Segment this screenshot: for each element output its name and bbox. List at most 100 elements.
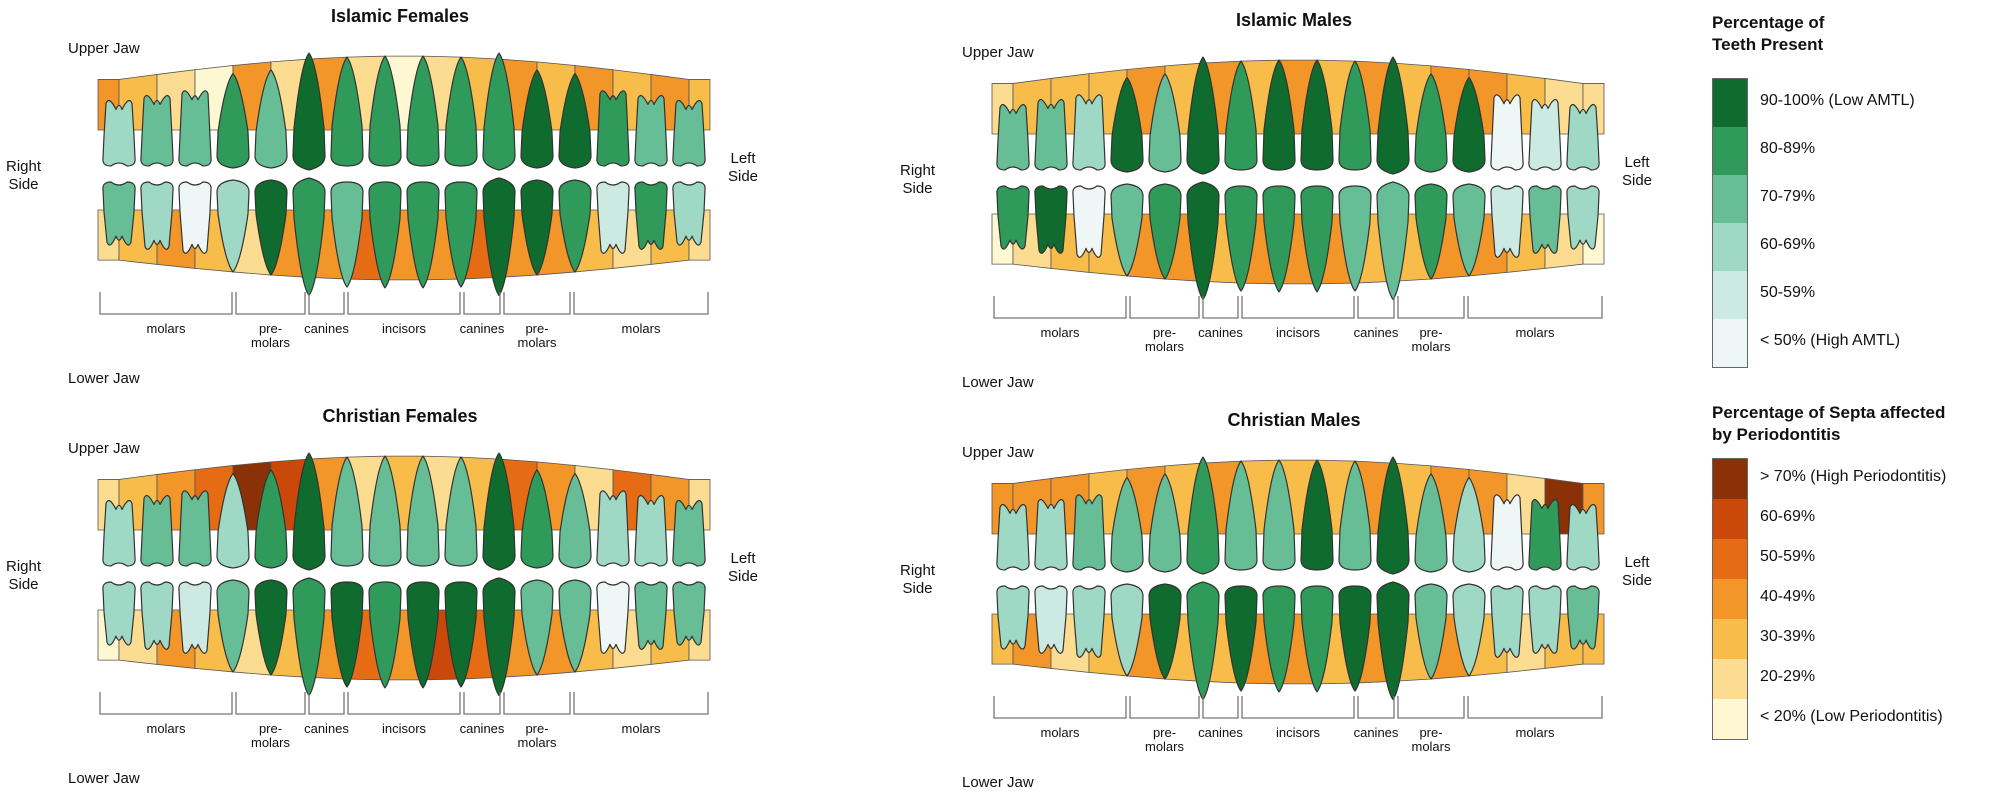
upper-tooth xyxy=(140,494,174,567)
lower-tooth xyxy=(1490,585,1524,658)
lower-tooth xyxy=(330,181,364,288)
lower-tooth xyxy=(1110,183,1144,277)
dental-chart-svg xyxy=(991,56,1605,319)
lower-tooth xyxy=(1566,185,1600,250)
tooth-group-label: molars xyxy=(621,321,661,336)
legend-perio-title: Percentage of Septa affected by Periodon… xyxy=(1712,403,1946,444)
upper-tooth xyxy=(406,455,440,567)
legend: Percentage of Teeth Present 90-100% (Low… xyxy=(1712,0,2008,789)
tooth-group-label: molars xyxy=(1040,725,1080,740)
group-bracket xyxy=(308,292,345,315)
lower-tooth xyxy=(558,579,592,673)
upper-tooth xyxy=(292,452,326,571)
legend-item-label: > 70% (High Periodontitis) xyxy=(1760,468,1947,485)
lower-tooth xyxy=(444,181,478,288)
tooth-group-label: pre- molars xyxy=(517,321,557,350)
upper-tooth xyxy=(102,499,136,567)
upper-jaw-label: Upper Jaw xyxy=(68,40,140,57)
dental-chart-svg xyxy=(97,52,711,315)
right-side-label: Right Side xyxy=(6,158,42,193)
group-bracket xyxy=(308,692,345,715)
group-bracket xyxy=(1357,296,1395,319)
tooth-group-label: canines xyxy=(1353,725,1399,740)
upper-tooth xyxy=(1072,94,1106,171)
upper-tooth xyxy=(178,90,212,167)
tooth-group-label: incisors xyxy=(1275,725,1321,740)
lower-jaw-label: Lower Jaw xyxy=(962,774,1034,791)
legend-teeth-scale xyxy=(1712,78,1748,368)
upper-jaw-label: Upper Jaw xyxy=(962,444,1034,461)
lower-tooth xyxy=(140,581,174,650)
tooth-group-label: incisors xyxy=(1275,325,1321,340)
lower-tooth xyxy=(254,179,288,276)
lower-tooth xyxy=(1414,183,1448,280)
left-side-label: Left Side xyxy=(1622,554,1653,589)
lower-tooth xyxy=(292,177,326,297)
upper-tooth xyxy=(1338,460,1372,571)
lower-tooth xyxy=(996,585,1030,650)
lower-tooth xyxy=(1490,185,1524,258)
upper-tooth xyxy=(1034,498,1068,571)
upper-tooth xyxy=(1072,494,1106,571)
dental-chart-svg xyxy=(991,456,1605,719)
tooth-group-label: pre- molars xyxy=(1144,725,1184,754)
lower-tooth xyxy=(1034,585,1068,654)
tooth-group-label: pre- molars xyxy=(1411,325,1451,354)
lower-tooth xyxy=(1528,585,1562,654)
legend-item-label: 40-49% xyxy=(1760,588,1816,605)
tooth-group-label: canines xyxy=(1198,725,1243,740)
upper-tooth xyxy=(330,456,364,567)
group-bracket xyxy=(573,692,709,715)
lower-tooth xyxy=(1148,183,1182,280)
legend-item-label: 20-29% xyxy=(1760,668,1816,685)
upper-tooth xyxy=(634,494,668,567)
legend-swatch xyxy=(1713,319,1747,367)
lower-tooth xyxy=(178,181,212,254)
lower-tooth xyxy=(634,181,668,250)
group-bracket xyxy=(235,692,306,715)
upper-tooth xyxy=(1262,459,1296,571)
legend-swatch xyxy=(1713,271,1747,319)
upper-tooth xyxy=(1452,476,1486,573)
tooth-group-label: canines xyxy=(304,721,349,736)
upper-tooth xyxy=(1034,98,1068,171)
upper-tooth xyxy=(254,469,288,569)
tooth-group-label: pre- molars xyxy=(250,721,290,750)
upper-tooth xyxy=(1148,73,1182,173)
group-bracket xyxy=(347,692,461,715)
upper-tooth xyxy=(368,55,402,167)
upper-tooth xyxy=(1528,498,1562,571)
group-bracket xyxy=(463,692,501,715)
upper-tooth xyxy=(216,472,250,569)
upper-tooth xyxy=(558,72,592,169)
lower-tooth xyxy=(330,581,364,688)
lower-jaw-label: Lower Jaw xyxy=(68,370,140,387)
lower-tooth xyxy=(1376,181,1410,301)
dental-chart-svg xyxy=(97,452,711,715)
lower-tooth xyxy=(1034,185,1068,254)
lower-tooth xyxy=(406,181,440,289)
lower-tooth xyxy=(1148,583,1182,680)
panel-title: Islamic Males xyxy=(1235,10,1353,30)
upper-tooth xyxy=(558,472,592,569)
lower-tooth xyxy=(1072,585,1106,658)
lower-tooth xyxy=(178,581,212,654)
lower-tooth xyxy=(254,579,288,676)
legend-swatch xyxy=(1713,539,1747,579)
group-bracket xyxy=(1129,696,1200,719)
legend-item-label: 60-69% xyxy=(1760,508,1816,525)
upper-tooth xyxy=(520,69,554,169)
upper-tooth xyxy=(1566,503,1600,571)
group-bracket xyxy=(573,292,709,315)
legend-perio-scale xyxy=(1712,458,1748,740)
upper-tooth xyxy=(1566,103,1600,171)
upper-tooth xyxy=(1528,98,1562,171)
group-bracket xyxy=(993,696,1127,719)
lower-tooth xyxy=(1300,185,1334,293)
group-bracket xyxy=(503,292,571,315)
lower-tooth xyxy=(216,579,250,673)
panel-title: Islamic Females xyxy=(330,6,470,26)
lower-tooth xyxy=(1338,185,1372,292)
